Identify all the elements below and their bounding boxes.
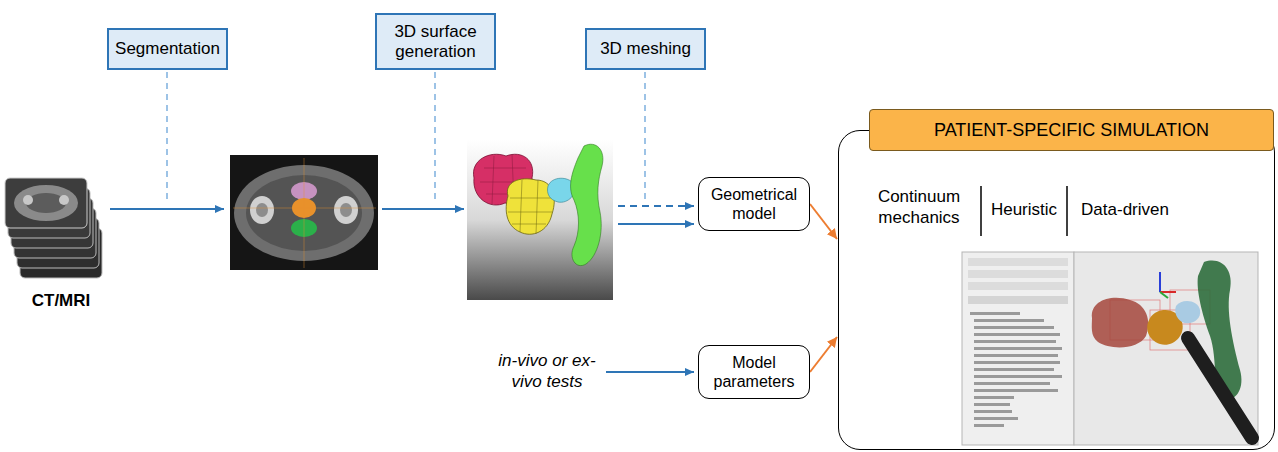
mri-slice-part [334, 196, 358, 224]
step-box: 3D meshing [585, 28, 706, 70]
simulation-screenshot-part [968, 296, 1068, 304]
simulation-screenshot-part [1074, 252, 1258, 445]
simulation-screenshot-part-part [974, 319, 1044, 322]
model-box: Model parameters [698, 345, 810, 399]
source-label: in-vivo or ex-vivo tests [486, 350, 608, 392]
simulation-screenshot-part [962, 252, 1074, 445]
step-box: Segmentation [107, 28, 228, 70]
simulation-screenshot-part [1160, 292, 1168, 298]
ct-stack-part [59, 195, 69, 205]
simulation-screenshot-part-part [974, 340, 1056, 343]
simulation-screenshot-part-part [974, 368, 1054, 371]
simulation-screenshot-part-part [974, 375, 1062, 378]
flow-connector [810, 337, 837, 372]
simulation-screenshot-part-part [974, 333, 1060, 336]
box-label: 3D meshing [600, 39, 691, 59]
simulation-screenshot-part [1159, 272, 1161, 292]
ct-stack [5, 178, 102, 278]
flow-connector [810, 204, 837, 239]
simulation-screenshot [962, 252, 1258, 445]
simulation-screenshot-part-part [974, 396, 1014, 399]
text-block: Geometrical model [705, 185, 803, 223]
organ-surfaces-part [506, 179, 554, 234]
simulation-screenshot-part-part [974, 389, 1058, 392]
simulation-screenshot-part [970, 312, 1062, 427]
ct-stack-part [5, 178, 87, 228]
simulation-screenshot-part-part [974, 424, 1004, 427]
mri-slice [230, 155, 378, 270]
simulation-screenshot-part-part [974, 354, 1058, 357]
box-label: Segmentation [115, 39, 220, 59]
flow-arrows-part [606, 371, 694, 373]
flow-arrows-part [618, 223, 694, 225]
simulation-screenshot-part [1188, 338, 1252, 438]
text-block: PATIENT-SPECIFIC SIMULATION [934, 120, 1209, 141]
simulation-screenshot-part-part [974, 403, 1010, 406]
method-label: Data-driven [1075, 199, 1175, 220]
leader-lines-part [644, 72, 646, 204]
flow-arrows-part [382, 208, 464, 210]
organ-surfaces-part [571, 144, 603, 265]
box-label: PATIENT-SPECIFIC SIMULATION [934, 120, 1209, 141]
mri-slice-part [250, 196, 274, 224]
simulation-screenshot-part-part [974, 382, 1050, 385]
box-label: Geometrical model [705, 185, 803, 223]
text-block: 3D surface generation [383, 22, 488, 62]
simulation-screenshot-part [968, 282, 1068, 290]
step-box: 3D surface generation [375, 13, 496, 70]
method-separators [981, 186, 1067, 236]
simulation-screenshot-part [1092, 298, 1149, 348]
leader-lines-part [166, 72, 168, 204]
mri-slice-part [233, 208, 376, 209]
text-block: Segmentation [115, 39, 220, 59]
organ-surfaces-part [508, 180, 552, 234]
model-box: Geometrical model [698, 177, 810, 231]
simulation-screenshot-part [968, 270, 1068, 278]
method-separators-part [1066, 186, 1068, 236]
mri-slice-part [256, 203, 268, 217]
simulation-panel: Continuum mechanicsHeuristicData-drivenP… [838, 130, 1275, 450]
leader-lines-part [434, 72, 436, 204]
text-block: Model parameters [705, 353, 803, 391]
flow-arrows-part [618, 205, 694, 207]
method-separators-part [980, 186, 982, 236]
method-label: Heuristic [989, 199, 1059, 220]
simulation-screenshot-part-part [974, 417, 1018, 420]
simulation-screenshot-part-part [974, 361, 1060, 364]
ct-stack-part [14, 185, 78, 221]
method-label: Continuum mechanics [864, 186, 974, 228]
simulation-screenshot-part-part [974, 410, 1012, 413]
mri-slice-part [340, 203, 352, 217]
modality-label: CT/MRI [18, 290, 104, 311]
simulation-screenshot-part-part [970, 312, 1020, 315]
simulation-screenshot-part [968, 258, 1068, 266]
box-label: 3D surface generation [383, 22, 488, 62]
flow-arrows-part [110, 208, 224, 210]
ct-stack-part [23, 195, 33, 205]
simulation-screenshot-part [1175, 301, 1200, 323]
mri-slice-part [304, 158, 305, 268]
text-block: 3D meshing [600, 39, 691, 59]
mri-slice-part [230, 155, 378, 270]
organ-surfaces [467, 140, 613, 300]
simulation-screenshot-part-part [974, 326, 1054, 329]
simulation-header: PATIENT-SPECIFIC SIMULATION [869, 109, 1274, 151]
box-label: Model parameters [705, 353, 803, 391]
organ-surfaces-part [467, 140, 613, 300]
simulation-screenshot-part-part [974, 347, 1062, 350]
